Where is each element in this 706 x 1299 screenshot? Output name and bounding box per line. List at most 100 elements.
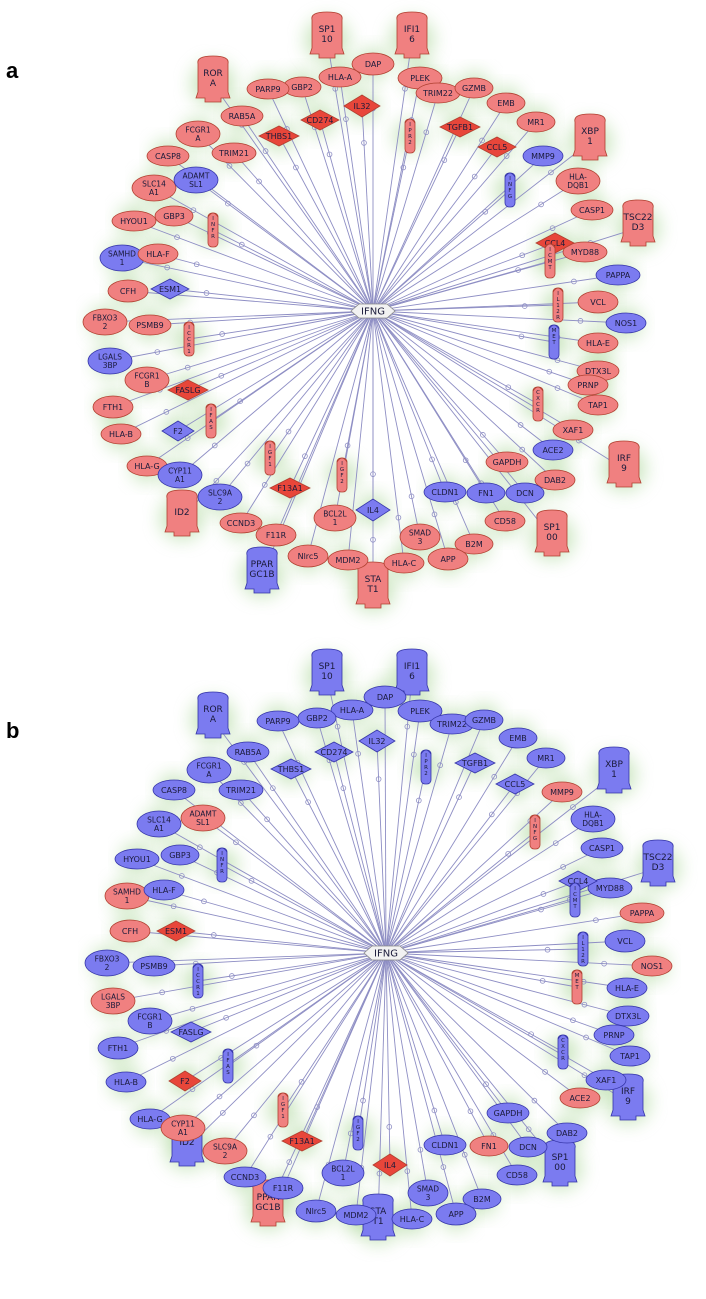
node-parp9[interactable]: PARP9 <box>256 710 300 732</box>
node-hla-b[interactable]: HLA-B <box>105 1071 147 1093</box>
node-xaf1[interactable]: XAF1 <box>552 419 594 441</box>
node-hla-c[interactable]: HLA-C <box>383 552 425 574</box>
node-dab2[interactable]: DAB2 <box>534 469 576 491</box>
node-f11r[interactable]: F11R <box>262 1176 304 1200</box>
node-hla-dqb1[interactable]: HLA-DQB1 <box>555 167 601 195</box>
node-myd88[interactable]: MYD88 <box>562 241 608 263</box>
node-emb[interactable]: EMB <box>498 727 538 749</box>
node-gzmb[interactable]: GZMB <box>454 77 494 99</box>
node-hla-dqb1[interactable]: HLA-DQB1 <box>570 805 616 833</box>
node-esm1[interactable]: ESM1 <box>156 920 196 942</box>
node-id2[interactable]: ID2 <box>164 489 200 537</box>
node-cd58[interactable]: CD58 <box>484 510 526 532</box>
node-trim22[interactable]: TRIM22 <box>415 82 461 104</box>
node-ace2[interactable]: ACE2 <box>559 1087 601 1109</box>
node-gapdh[interactable]: GAPDH <box>485 451 529 473</box>
node-hla-e[interactable]: HLA-E <box>577 332 619 354</box>
node-thbs1[interactable]: THBS1 <box>270 758 312 780</box>
node-dab2[interactable]: DAB2 <box>546 1122 588 1144</box>
node-nos1[interactable]: NOS1 <box>631 955 673 977</box>
node-vcl[interactable]: VCL <box>577 290 619 314</box>
node-vcl[interactable]: VCL <box>604 929 646 953</box>
node-faslg[interactable]: FASLG <box>167 379 209 401</box>
node-f11r[interactable]: F11R <box>255 523 297 547</box>
node-myd88[interactable]: MYD88 <box>587 877 633 899</box>
node-gbp3[interactable]: GBP3 <box>160 844 200 866</box>
node-mdm2[interactable]: MDM2 <box>335 1204 377 1226</box>
node-b2m[interactable]: B2M <box>462 1188 502 1210</box>
node-gbp3[interactable]: GBP3 <box>154 205 194 227</box>
node-tgfb1[interactable]: TGFB1 <box>439 116 481 138</box>
node-prnp[interactable]: PRNP <box>567 374 609 396</box>
node-casp1[interactable]: CASP1 <box>570 199 614 221</box>
node-hla-f[interactable]: HLA-F <box>143 879 185 901</box>
node-nlrc5[interactable]: Nlrc5 <box>295 1199 337 1223</box>
node-hla-a[interactable]: HLA-A <box>318 66 362 88</box>
node-gbp2[interactable]: GBP2 <box>297 707 337 729</box>
node-hla-a[interactable]: HLA-A <box>330 699 374 721</box>
node-dap[interactable]: DAP <box>363 685 407 709</box>
node-casp8[interactable]: CASP8 <box>146 145 190 167</box>
node-f13a1[interactable]: F13A1 <box>281 1130 323 1152</box>
node-xaf1[interactable]: XAF1 <box>585 1069 627 1091</box>
node-cfh[interactable]: CFH <box>109 919 151 943</box>
node-trim21[interactable]: TRIM21 <box>218 779 264 801</box>
node-esm1[interactable]: ESM1 <box>150 278 190 300</box>
node-il4[interactable]: IL4 <box>372 1153 408 1177</box>
node-ccl5[interactable]: CCL5 <box>495 773 535 795</box>
node-mdm2[interactable]: MDM2 <box>327 549 369 571</box>
node-casp1[interactable]: CASP1 <box>580 837 624 859</box>
node-dcn[interactable]: DCN <box>508 1136 548 1158</box>
node-casp8[interactable]: CASP8 <box>152 779 196 801</box>
node-cd58[interactable]: CD58 <box>496 1164 538 1186</box>
node-dtx3l[interactable]: DTX3L <box>606 1005 650 1027</box>
node-ccl5[interactable]: CCL5 <box>477 136 517 158</box>
node-mr1[interactable]: MR1 <box>526 747 566 769</box>
node-hyou1[interactable]: HYOU1 <box>111 210 157 232</box>
node-gbp2[interactable]: GBP2 <box>282 76 322 98</box>
node-pappa[interactable]: PAPPA <box>619 902 665 924</box>
node-f13a1[interactable]: F13A1 <box>269 477 311 499</box>
node-nos1[interactable]: NOS1 <box>605 312 647 334</box>
